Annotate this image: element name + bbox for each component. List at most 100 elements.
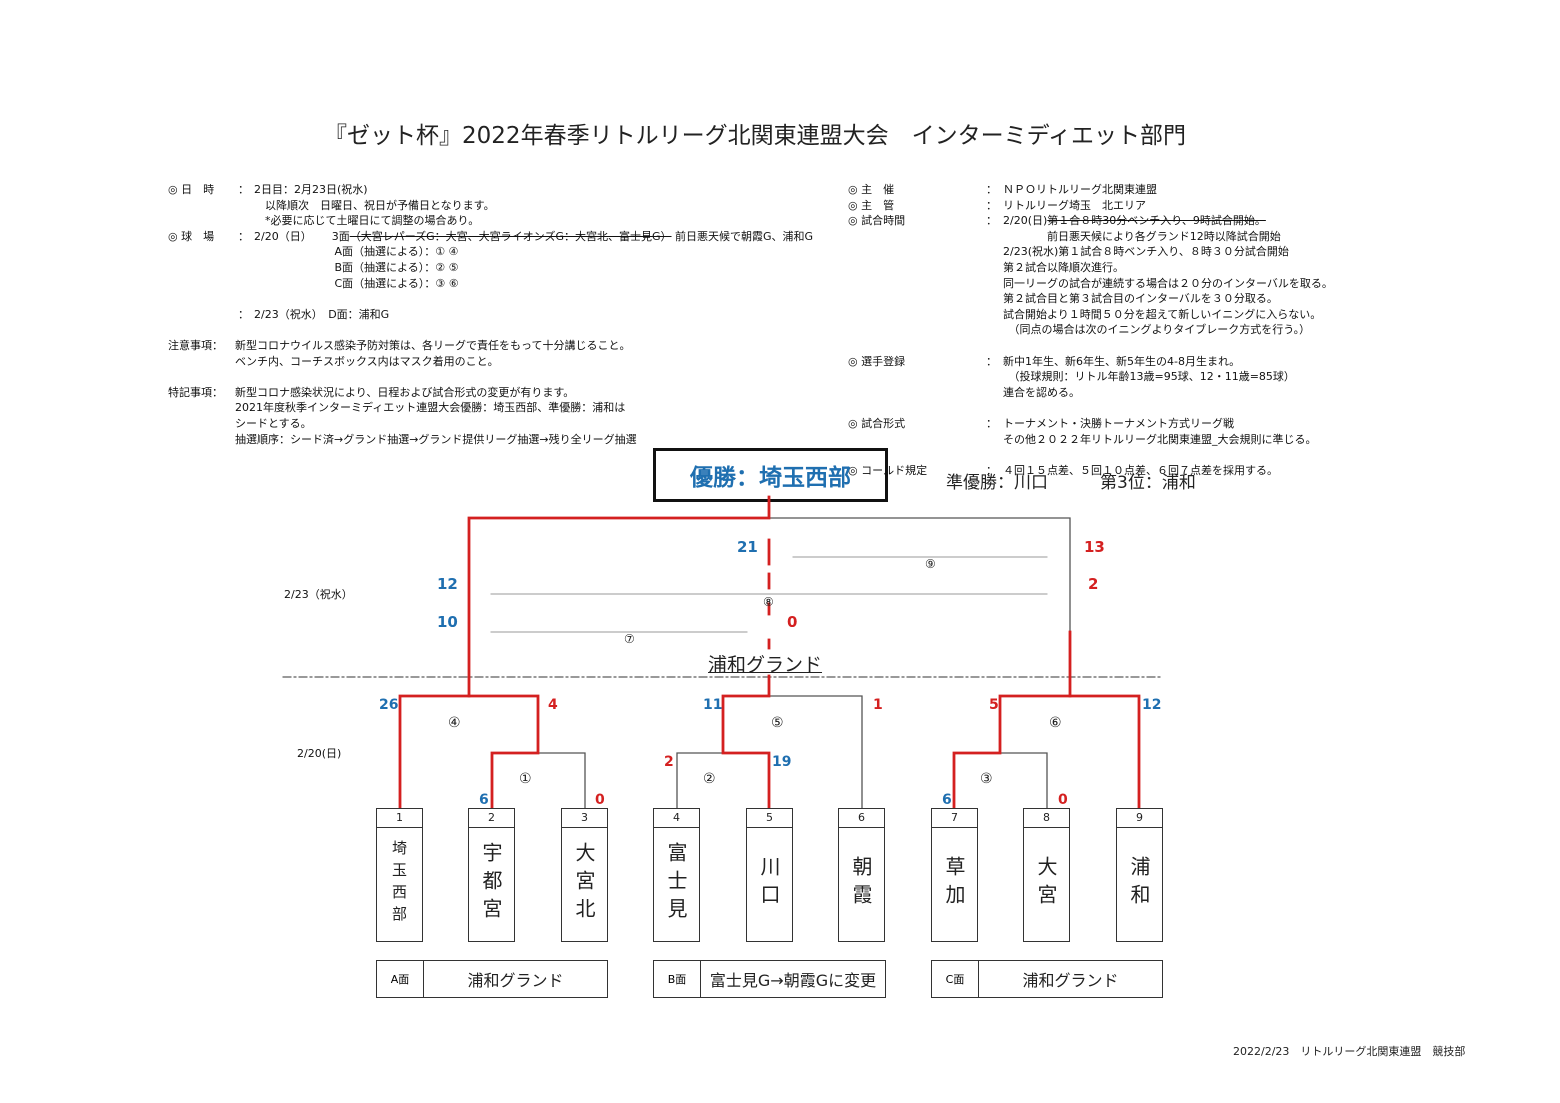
info-label-host: ◎ 主 催 xyxy=(848,183,895,196)
field-name: 浦和グランド xyxy=(1022,971,1119,990)
team-number: 4 xyxy=(654,809,699,828)
score: 2 xyxy=(664,754,674,770)
score: 1 xyxy=(873,697,883,713)
info-value-date: 2日目：2月23日(祝水) xyxy=(254,183,368,196)
team-name: 埼玉西部 xyxy=(390,840,408,928)
field-id: A面 xyxy=(377,961,424,997)
team-number: 6 xyxy=(839,809,884,828)
game-number: ⑥ xyxy=(1049,715,1062,731)
field-name: 浦和グランド xyxy=(467,971,564,990)
game-number: ⑨ xyxy=(925,557,936,571)
game-number: ① xyxy=(519,771,532,787)
team-box-4: 4 富士見 xyxy=(653,808,700,942)
struck-text: 第１合８時30分ベンチ入り、9時試合開始。 xyxy=(1047,214,1266,228)
game-number: ⑦ xyxy=(624,632,635,646)
info-label-format: ◎ 試合形式 xyxy=(848,416,906,430)
game-number: ⑤ xyxy=(771,715,784,731)
team-number: 3 xyxy=(562,809,607,828)
info-value: （投球規則：リトル年齢13歳=95球、12・11歳=85球） xyxy=(1003,370,1295,384)
info-value: 2/20（日） 3面 xyxy=(254,229,350,243)
info-value: 前日悪天候で朝霞G、浦和G xyxy=(675,229,814,243)
team-box-2: 2 宇都宮 xyxy=(468,808,515,942)
footer-credit: 2022/2/23 リトルリーグ北関東連盟 競技部 xyxy=(1233,1045,1466,1058)
info-value: 2/23(祝水)第１試合８時ベンチ入り、８時３０分試合開始 xyxy=(1003,245,1289,259)
game-number: ③ xyxy=(980,771,993,787)
info-value: B面（抽選による）：② ⑤ xyxy=(254,260,459,274)
notes-line: ベンチ内、コーチスボックス内はマスク着用のこと。 xyxy=(235,354,499,368)
score: 19 xyxy=(772,754,792,770)
notes-label: 注意事項： xyxy=(168,338,223,352)
team-number: 1 xyxy=(377,809,422,828)
info-label-field: ◎ 球 場 xyxy=(168,229,215,243)
team-number: 9 xyxy=(1117,809,1162,828)
score: 0 xyxy=(1058,792,1068,808)
team-box-7: 7 草加 xyxy=(931,808,978,942)
score: 13 xyxy=(1084,538,1105,556)
team-name: 朝霞 xyxy=(849,856,873,912)
field-id: B面 xyxy=(654,961,701,997)
info-value: 新中1年生、新6年生、新5年生の4-8月生まれ。 xyxy=(1003,354,1241,368)
team-name: 大宮 xyxy=(1034,856,1058,912)
team-name: 川口 xyxy=(757,856,781,912)
team-box-8: 8 大宮 xyxy=(1023,808,1070,942)
score: 0 xyxy=(787,613,798,631)
score: 12 xyxy=(1142,697,1162,713)
info-value: *必要に応じて土曜日にて調整の場合あり。 xyxy=(254,214,480,228)
team-box-3: 3 大宮北 xyxy=(561,808,608,942)
notes-line: 新型コロナウイルス感染予防対策は、各リーグで責任をもって十分講じること。 xyxy=(235,338,631,352)
info-value: ４回１５点差、５回１０点差、６回７点差を採用する。 xyxy=(1003,463,1278,477)
score: 2 xyxy=(1088,575,1099,593)
info-value: A面（抽選による）：① ④ xyxy=(254,245,459,259)
left-info: ◎ 日 時：2日目：2月23日(祝水) 以降順次 日曜日、祝日が予備日となります… xyxy=(168,183,814,446)
info-label-organizer: ◎ 主 管 xyxy=(848,198,895,212)
info-value: その他２０２２年リトルリーグ北関東連盟_大会規則に準じる。 xyxy=(1003,432,1317,446)
info-value: 第２試合以降順次進行。 xyxy=(1003,260,1124,274)
champion-box: 優勝：埼玉西部 xyxy=(653,448,888,502)
team-name: 浦和 xyxy=(1127,856,1151,912)
score: 11 xyxy=(703,697,723,713)
score: 12 xyxy=(437,575,458,593)
field-box-b: B面 富士見G→朝霞Gに変更 xyxy=(653,960,886,998)
score: 6 xyxy=(942,792,952,808)
field-box-c: C面 浦和グランド xyxy=(931,960,1163,998)
game-number: ④ xyxy=(448,715,461,731)
field-name: 富士見G→朝霞Gに変更 xyxy=(709,971,877,990)
info-value: トーナメント・決勝トーナメント方式リーグ戦 xyxy=(1003,416,1234,430)
score: 10 xyxy=(437,613,458,631)
notes-line: シードとする。 xyxy=(235,416,312,430)
info-value: ＮＰＯリトルリーグ北関東連盟 xyxy=(1003,183,1157,196)
runner-up: 準優勝：川口 xyxy=(946,473,1048,493)
field-box-a: A面 浦和グランド xyxy=(376,960,608,998)
team-number: 7 xyxy=(932,809,977,828)
score: 21 xyxy=(737,538,758,556)
score: 5 xyxy=(989,697,999,713)
third-place: 第3位：浦和 xyxy=(1100,473,1196,493)
team-number: 2 xyxy=(469,809,514,828)
info-value: 同一リーグの試合が連続する場合は２０分のインターバルを取る。 xyxy=(1003,276,1333,290)
team-box-6: 6 朝霞 xyxy=(838,808,885,942)
score: 4 xyxy=(548,697,558,713)
score: 0 xyxy=(595,792,605,808)
score: 6 xyxy=(479,792,489,808)
info-label-registration: ◎ 選手登録 xyxy=(848,354,906,368)
info-label-date: ◎ 日 時 xyxy=(168,183,215,196)
info-label-time: ◎ 試合時間 xyxy=(848,214,906,228)
team-name: 草加 xyxy=(942,856,966,912)
team-box-1: 1 埼玉西部 xyxy=(376,808,423,942)
date-label-day2: 2/23（祝水） xyxy=(284,588,353,601)
ground-label: 浦和グランド xyxy=(708,654,823,676)
info-value: リトルリーグ埼玉 北エリア xyxy=(1003,198,1146,212)
notes-label: 特記事項： xyxy=(168,385,223,399)
page-title: 『ゼット杯』2022年春季リトルリーグ北関東連盟大会 インターミディエット部門 xyxy=(324,123,1186,149)
notes-line: 抽選順序：シード済→グランド抽選→グランド提供リーグ抽選→残り全リーグ抽選 xyxy=(235,432,637,446)
info-value: 第２試合目と第３試合目のインターバルを３０分取る。 xyxy=(1003,292,1278,306)
team-name: 宇都宮 xyxy=(479,842,503,926)
score: 26 xyxy=(379,697,399,713)
notes-line: 新型コロナ感染状況により、日程および試合形式の変更が有ります。 xyxy=(235,385,575,399)
struck-text: （大宮レパーズG：大宮、大宮ライオンズG：大宮北、富士見G） xyxy=(349,229,672,243)
notes-line: 2021年度秋季インターミディエット連盟大会優勝：埼玉西部、準優勝：浦和は xyxy=(235,401,626,415)
team-name: 大宮北 xyxy=(572,842,596,926)
team-box-9: 9 浦和 xyxy=(1116,808,1163,942)
info-value: （同点の場合は次のイニングよりタイブレーク方式を行う。） xyxy=(1003,323,1311,337)
info-value: 連合を認める。 xyxy=(1003,385,1080,399)
